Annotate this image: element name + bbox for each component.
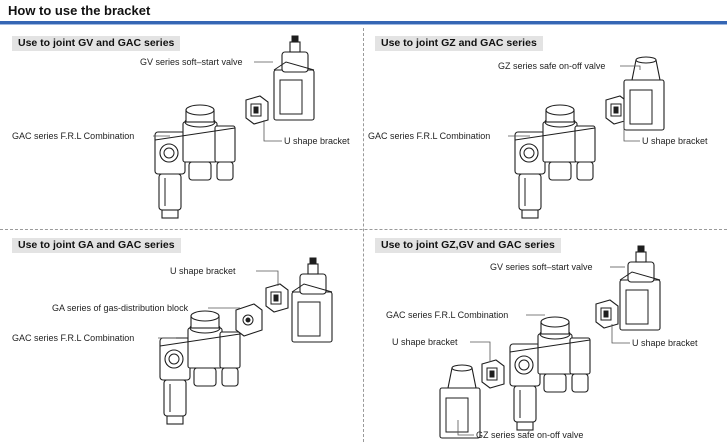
gz-valve-drawing-2 (623, 56, 665, 131)
callout-gac-frl: GAC series F.R.L Combination (12, 131, 135, 141)
title-underline-light (0, 24, 727, 25)
gv-valve-drawing-3 (291, 257, 333, 343)
callout-ga-block: GA series of gas-distribution block (52, 303, 189, 313)
leader-4-bracket-right (611, 324, 630, 344)
frl-drawing-1 (154, 104, 236, 219)
section-3-title: Use to joint GA and GAC series (12, 238, 181, 253)
frl-drawing-4 (509, 316, 591, 431)
bracket-drawing-4a (481, 359, 505, 389)
leader-2-valve (620, 65, 641, 70)
callout-u-bracket-left: U shape bracket (392, 337, 458, 347)
callout-u-bracket: U shape bracket (642, 136, 708, 146)
bracket-drawing-4b (595, 299, 619, 329)
gv-valve-drawing-4 (619, 245, 661, 331)
callout-gac-frl: GAC series F.R.L Combination (368, 131, 491, 141)
section-1-title: Use to joint GV and GAC series (12, 36, 181, 51)
callout-u-bracket: U shape bracket (170, 266, 236, 276)
ga-block-drawing-3 (235, 303, 263, 337)
vertical-divider (363, 28, 364, 442)
callout-u-bracket-right: U shape bracket (632, 338, 698, 348)
gv-valve-drawing-1 (273, 35, 315, 121)
gz-valve-drawing-4 (439, 364, 481, 439)
page-title: How to use the bracket (8, 3, 151, 18)
leader-1-bracket (263, 120, 282, 142)
horizontal-divider (0, 229, 727, 230)
callout-gz-valve: GZ series safe on-off valve (498, 61, 606, 71)
title-underline (0, 21, 727, 24)
callout-gac-frl: GAC series F.R.L Combination (12, 333, 135, 343)
bracket-drawing-3 (265, 283, 289, 313)
frl-drawing-3 (159, 310, 241, 425)
leader-4-bracket-left (470, 341, 491, 362)
leader-4-valve2 (457, 420, 474, 436)
callout-gz-valve: GZ series safe on-off valve (476, 430, 584, 440)
callout-gv-valve: GV series soft–start valve (140, 57, 243, 67)
callout-u-bracket: U shape bracket (284, 136, 350, 146)
bracket-drawing-1 (245, 95, 269, 125)
leader-2-bracket (623, 120, 640, 142)
section-4-title: Use to joint GZ,GV and GAC series (375, 238, 561, 253)
section-2-title: Use to joint GZ and GAC series (375, 36, 543, 51)
leader-3-bracket (256, 270, 279, 286)
callout-gac-frl: GAC series F.R.L Combination (386, 310, 509, 320)
frl-drawing-2 (514, 104, 596, 219)
callout-gv-valve: GV series soft–start valve (490, 262, 593, 272)
